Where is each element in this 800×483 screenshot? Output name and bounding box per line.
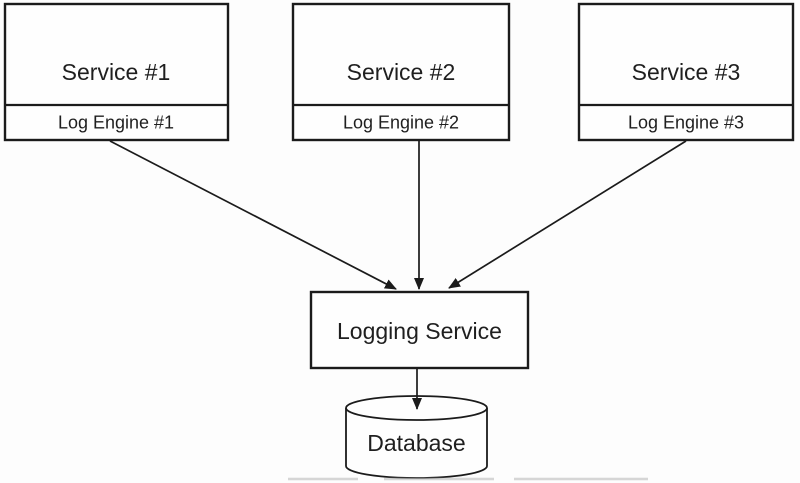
database-label: Database — [367, 430, 465, 456]
arrow-log-engine-1-to-logging-service — [109, 140, 397, 290]
logging-service-node: Logging Service — [309, 290, 530, 370]
database-node: Database — [345, 395, 488, 479]
service-3-title: Service #3 — [632, 59, 741, 85]
service-1-node: Service #1 Log Engine #1 — [3, 2, 230, 142]
service-1-log-engine-label: Log Engine #1 — [58, 112, 174, 132]
service-2-title: Service #2 — [347, 59, 456, 85]
arrow-log-engine-3-to-logging-service — [448, 140, 687, 289]
service-2-node: Service #2 Log Engine #2 — [291, 2, 511, 142]
service-1-title: Service #1 — [62, 59, 171, 85]
service-3-node: Service #3 Log Engine #3 — [577, 2, 795, 142]
diagram-arrows — [109, 140, 687, 410]
service-2-box — [291, 2, 511, 142]
logging-service-label: Logging Service — [337, 318, 502, 344]
service-3-box — [577, 2, 795, 142]
service-3-log-engine-label: Log Engine #3 — [628, 112, 744, 132]
service-2-log-engine-label: Log Engine #2 — [343, 112, 459, 132]
service-1-box — [3, 2, 230, 142]
logging-service-box — [309, 290, 530, 370]
